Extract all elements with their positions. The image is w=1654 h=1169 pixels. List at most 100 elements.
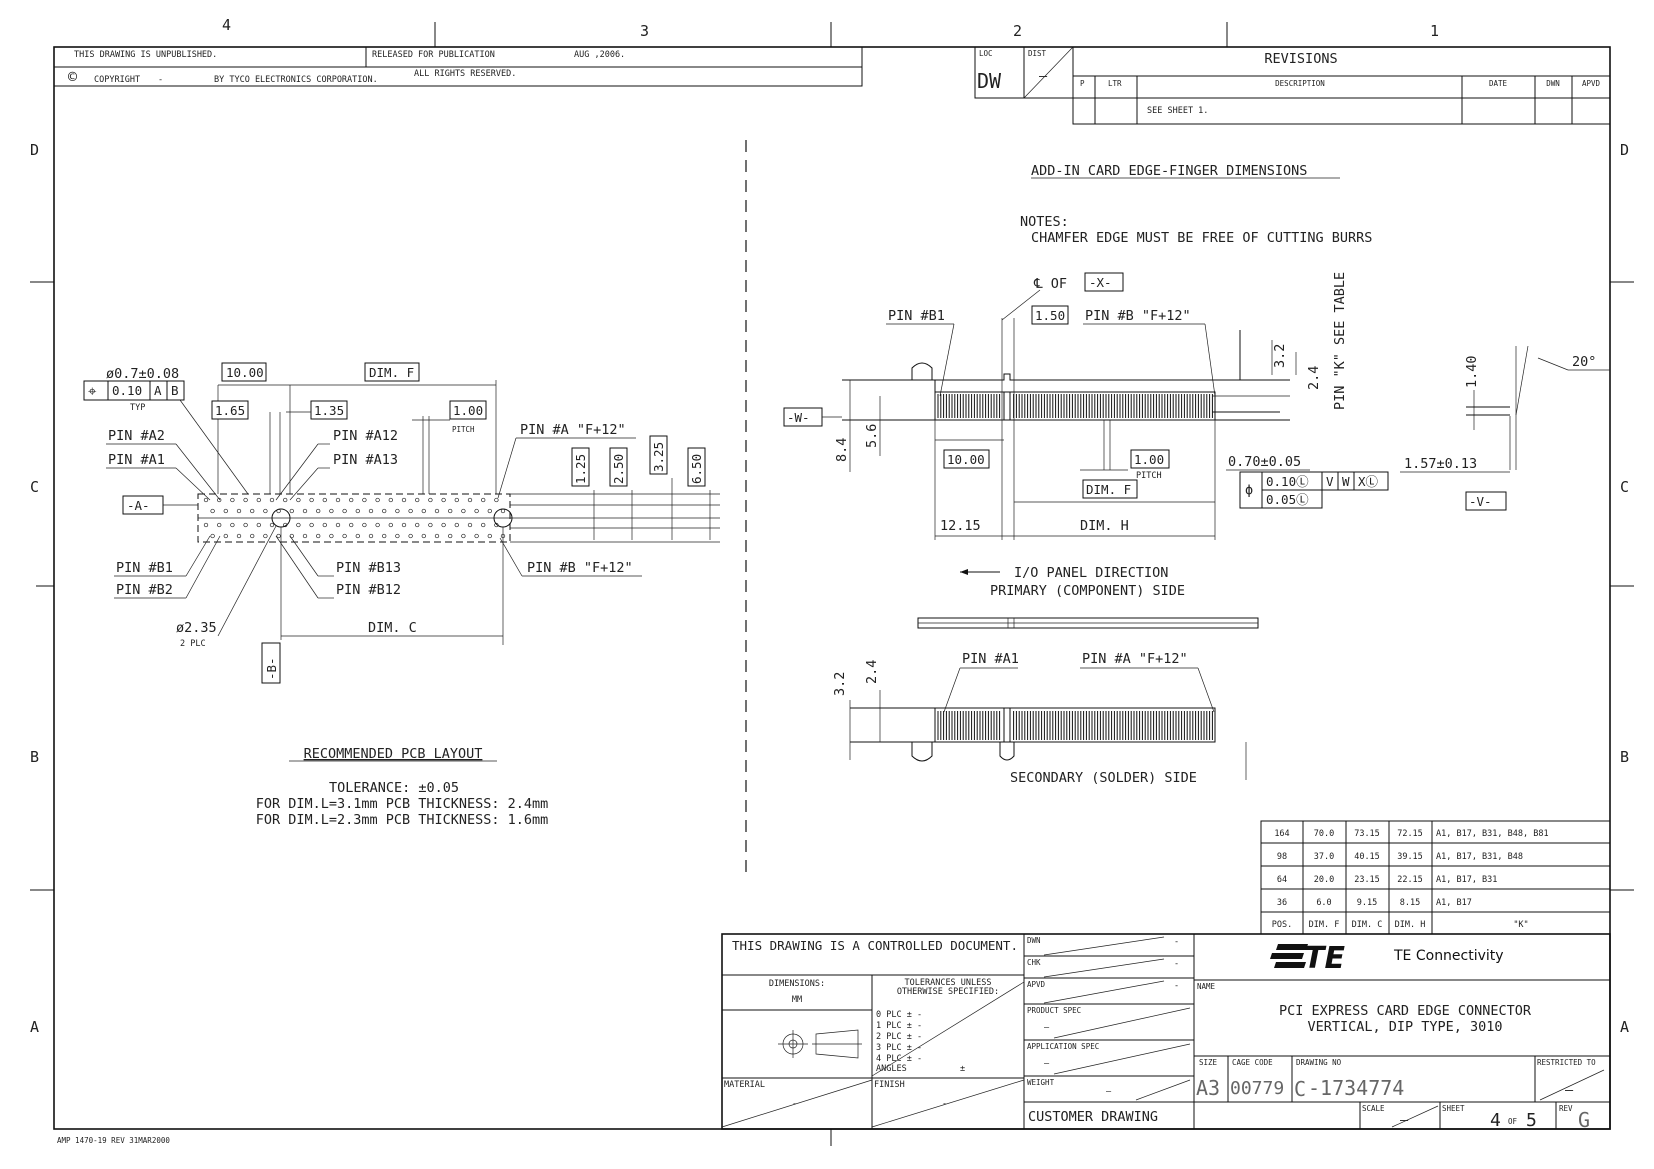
pcb-hole bbox=[395, 508, 400, 514]
pcb-hole bbox=[428, 497, 433, 503]
pcb-hole bbox=[269, 497, 275, 503]
table-header-cell: DIM. H bbox=[1395, 920, 1426, 930]
release-notice: RELEASED FOR PUBLICATION bbox=[372, 50, 495, 60]
pcb-hole bbox=[421, 508, 426, 514]
table-header-cell: POS. bbox=[1272, 920, 1292, 930]
finish-value: - bbox=[942, 1099, 947, 1109]
pcb-hole bbox=[309, 522, 314, 528]
dim-1-40: 1.40 bbox=[1464, 355, 1480, 388]
pcb-hole-array bbox=[203, 497, 506, 539]
restricted-value: — bbox=[1565, 1082, 1574, 1098]
sheet-frame: 4 3 2 1 D C B A D C B A AMP 1470-19 REV … bbox=[30, 16, 1634, 1146]
pcb-hole bbox=[441, 497, 446, 503]
pcb-hole bbox=[448, 508, 453, 514]
dim-2-4-top: 2.4 bbox=[1306, 366, 1322, 390]
copyright-label: COPYRIGHT bbox=[94, 75, 140, 85]
dim-1-50: 1.50 bbox=[1035, 308, 1065, 323]
unpublished-notice: THIS DRAWING IS UNPUBLISHED. bbox=[74, 50, 217, 60]
datum-b-frame bbox=[261, 642, 281, 684]
hole-diameter: ø2.35 bbox=[176, 620, 217, 636]
typ-note: TYP bbox=[130, 403, 145, 413]
dim-f-left: DIM. F bbox=[369, 365, 414, 380]
cage-code: 00779 bbox=[1230, 1078, 1284, 1099]
table-cell: 72.15 bbox=[1397, 829, 1423, 839]
tolerance-row-3: 3 PLC ± - bbox=[876, 1043, 922, 1053]
pcb-hole bbox=[401, 497, 407, 503]
datum-x: -X- bbox=[1089, 275, 1112, 290]
position-tolerance-frame bbox=[83, 380, 185, 401]
pcb-hole bbox=[250, 508, 255, 514]
pcb-hole bbox=[355, 533, 360, 539]
pcb-hole bbox=[322, 522, 327, 528]
pcb-hole bbox=[289, 508, 294, 514]
te-logo-text: TE bbox=[1304, 941, 1345, 976]
table-cell: 23.15 bbox=[1354, 875, 1380, 885]
dim-1-25: 1.25 bbox=[573, 454, 588, 484]
datum-v: -V- bbox=[1469, 494, 1492, 509]
tolerance-row-2: 2 PLC ± - bbox=[876, 1032, 922, 1042]
zone-col-1: 1 bbox=[1430, 22, 1439, 40]
table-cell: A1, B17, B31, B48 bbox=[1436, 852, 1523, 862]
card-thickness: 1.57±0.13 bbox=[1404, 456, 1477, 472]
tolerance-note: TOLERANCE: ±0.05 bbox=[329, 780, 459, 796]
edge-finger-view: ADD-IN CARD EDGE-FINGER DIMENSIONS NOTES… bbox=[783, 163, 1610, 786]
datum-b: -B- bbox=[264, 657, 279, 680]
table-cell: 64 bbox=[1277, 875, 1287, 885]
sheet-label: SHEET bbox=[1442, 1104, 1465, 1113]
table-cell: 22.15 bbox=[1397, 875, 1423, 885]
pcb-hole bbox=[263, 508, 268, 514]
form-number: AMP 1470-19 REV 31MAR2000 bbox=[57, 1136, 170, 1145]
rev-col-description: DESCRIPTION bbox=[1275, 79, 1325, 88]
pcb-hole bbox=[494, 522, 499, 528]
thickness-note-2: FOR DIM.L=2.3mm PCB THICKNESS: 1.6mm bbox=[256, 812, 549, 828]
pcb-hole bbox=[329, 533, 334, 539]
release-date: AUG ,2006. bbox=[574, 50, 625, 60]
pcb-hole bbox=[250, 533, 255, 539]
chamfer-angle: 20° bbox=[1572, 354, 1596, 370]
dimensions-label: DIMENSIONS: bbox=[769, 979, 825, 989]
position-symbol: ⌖ bbox=[88, 382, 97, 400]
table-header-cell: DIM. F bbox=[1309, 920, 1340, 930]
hole-count: 2 PLC bbox=[180, 639, 206, 649]
pin-b13-left: PIN #B13 bbox=[336, 560, 401, 576]
dist-label: DIST bbox=[1028, 49, 1047, 58]
dwn-value: - bbox=[1174, 937, 1179, 947]
pcb-hole bbox=[494, 497, 499, 503]
position-tolerance: 0.10 bbox=[112, 383, 142, 398]
table-cell: 20.0 bbox=[1314, 875, 1334, 885]
pcb-hole bbox=[461, 508, 466, 514]
pcb-hole bbox=[481, 522, 486, 528]
pcb-hole bbox=[441, 522, 446, 528]
zone-col-3: 3 bbox=[640, 22, 649, 40]
pcb-hole bbox=[217, 497, 222, 503]
corporation-notice: BY TYCO ELECTRONICS CORPORATION. bbox=[214, 75, 378, 85]
angles-label: ANGLES bbox=[876, 1064, 907, 1074]
pcb-hole bbox=[388, 522, 393, 528]
pcb-hole bbox=[223, 533, 228, 539]
pin-a12-left: PIN #A12 bbox=[333, 428, 398, 444]
dim-1-65: 1.65 bbox=[215, 403, 245, 418]
pcb-hole bbox=[474, 508, 479, 514]
pin-af-right: PIN #A "F+12" bbox=[1082, 651, 1188, 667]
pcb-hole bbox=[217, 522, 222, 528]
pcb-hole bbox=[256, 497, 261, 503]
pcb-hole bbox=[434, 508, 440, 514]
dim-f-right: DIM. F bbox=[1086, 482, 1131, 497]
copyright-dash: - bbox=[158, 75, 163, 85]
cage-code-label: CAGE CODE bbox=[1232, 1058, 1273, 1067]
table-cell: 37.0 bbox=[1314, 852, 1334, 862]
chk-value: - bbox=[1174, 959, 1179, 969]
pcb-hole bbox=[316, 508, 321, 514]
revisions-title: REVISIONS bbox=[1264, 51, 1337, 67]
zone-row-a-right: A bbox=[1620, 1018, 1629, 1036]
pcb-hole bbox=[223, 508, 228, 514]
pcb-hole bbox=[487, 533, 492, 539]
profile-tolerance-2: 0.05Ⓛ bbox=[1266, 492, 1309, 507]
edge-finger-array-bottom bbox=[937, 711, 1213, 740]
pcb-hole bbox=[316, 533, 321, 539]
thickness-note-1: FOR DIM.L=3.1mm PCB THICKNESS: 2.4mm bbox=[256, 796, 549, 812]
pcb-hole bbox=[302, 508, 308, 514]
dim-3-2-bottom: 3.2 bbox=[832, 672, 848, 696]
pcb-hole bbox=[349, 522, 354, 528]
sheet-total: 5 bbox=[1526, 1110, 1537, 1131]
